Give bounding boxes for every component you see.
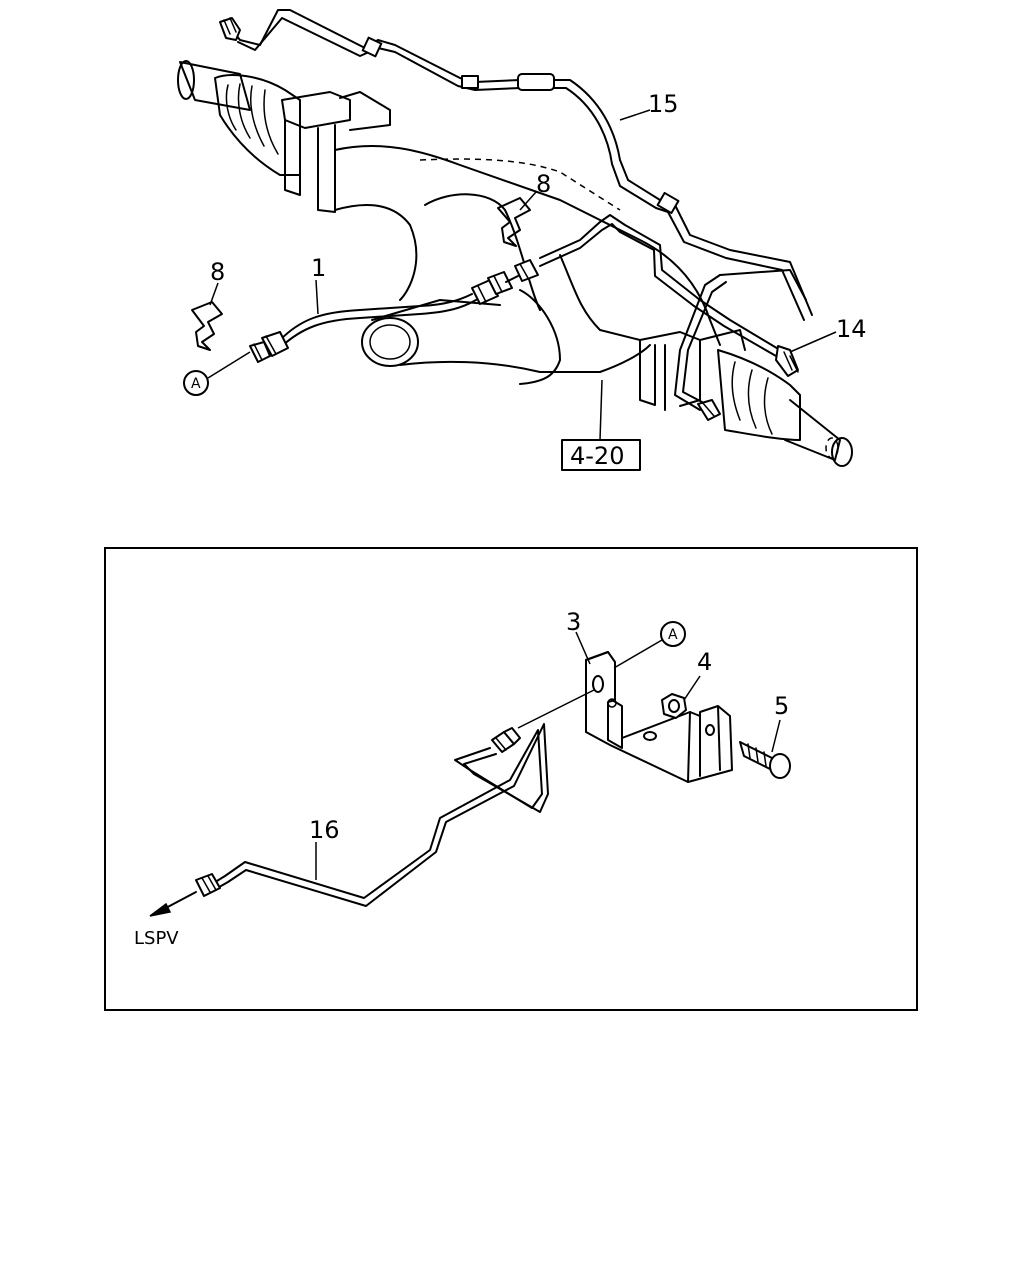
callout-5-label: 5 (774, 692, 789, 720)
callout-1-label: 1 (311, 254, 326, 282)
destination-label-lspv: LSPV (134, 928, 179, 949)
marker-a-lower: A (613, 621, 686, 669)
clip-8-lower (191, 301, 223, 351)
bracket-3 (585, 651, 733, 783)
brake-pipe-14 (539, 214, 807, 421)
clip-8-upper (497, 197, 531, 247)
callout-8-lower: 8 (209, 258, 225, 306)
callout-3-label: 3 (566, 608, 581, 636)
reference-box-label: 4-20 (570, 442, 624, 470)
detail-frame (104, 547, 918, 1011)
callout-16-label: 16 (309, 816, 340, 844)
callout-8-upper-label: 8 (536, 170, 551, 198)
callout-14-label: 14 (836, 315, 867, 343)
callout-8-lower-label: 8 (210, 258, 225, 286)
marker-a-lower-label: A (668, 627, 678, 643)
rear-axle-housing (177, 60, 853, 467)
marker-a-upper-label: A (191, 376, 201, 392)
callout-8-upper: 8 (519, 170, 551, 211)
callout-14: 14 (789, 315, 867, 353)
brake-pipe-15 (219, 9, 813, 321)
marker-a-upper: A (183, 351, 251, 396)
nut-4: 4 (661, 648, 712, 719)
callout-15-label: 15 (648, 90, 679, 118)
brake-pipe-16: 16 (149, 689, 595, 917)
callout-1: 1 (311, 254, 326, 315)
brake-hose-1 (249, 259, 539, 363)
reference-box-4-20: 4-20 (561, 379, 641, 471)
callout-15: 15 (619, 90, 679, 121)
callout-4-label: 4 (697, 648, 712, 676)
callout-3: 3 (566, 608, 591, 665)
bolt-5: 5 (739, 692, 791, 779)
